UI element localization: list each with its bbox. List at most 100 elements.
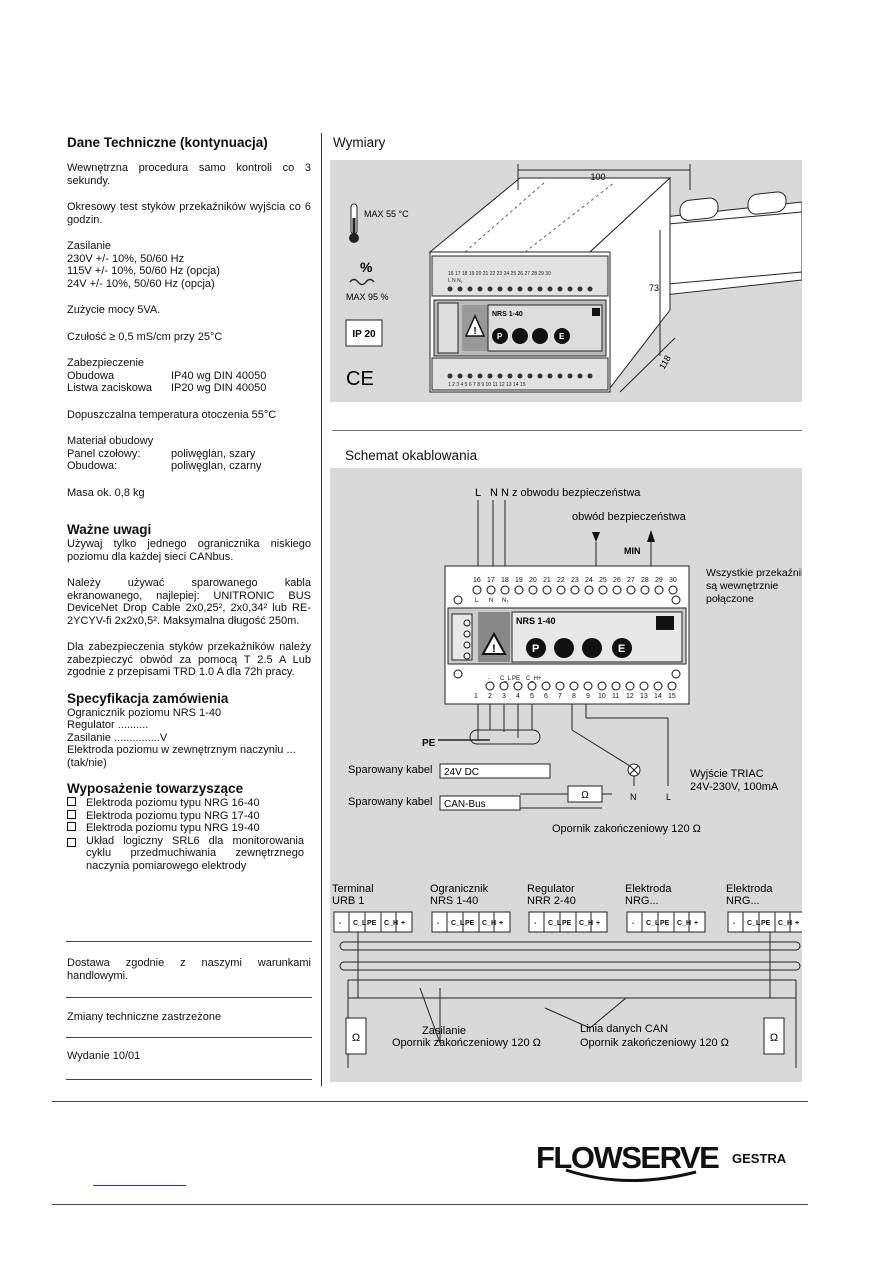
svg-text:2: 2 — [488, 693, 492, 700]
sensitivity: Czułość ≥ 0,5 mS/cm przy 25°C — [67, 330, 223, 343]
footer-link-underline[interactable] — [93, 1185, 186, 1186]
svg-text:+: + — [795, 920, 799, 927]
svg-text:Opornik zakończeniowy 120 Ω: Opornik zakończeniowy 120 Ω — [552, 823, 701, 835]
mass: Masa ok. 0,8 kg — [67, 486, 145, 499]
svg-text:73: 73 — [649, 283, 659, 293]
footer-rule-bottom — [52, 1204, 808, 1205]
svg-text:!: ! — [473, 326, 476, 337]
svg-text:IP 20: IP 20 — [352, 329, 376, 340]
svg-text:N: N — [489, 598, 493, 604]
svg-text:30: 30 — [669, 577, 677, 584]
svg-text:27: 27 — [627, 577, 635, 584]
svg-text:C_L: C_L — [747, 920, 761, 927]
dimensions-drawing: 16 17 18 19 20 21 22 23 24 25 26 27 28 2… — [330, 160, 802, 402]
svg-text:połączone: połączone — [706, 593, 754, 605]
svg-text:+: + — [401, 920, 405, 927]
svg-text:C_L: C_L — [500, 676, 512, 682]
power-supply-block: Zasilanie 230V +/- 10%, 50/60 Hz 115V +/… — [67, 240, 311, 290]
svg-text:NRS 1-40: NRS 1-40 — [430, 895, 478, 907]
edition: Wydanie 10/01 — [67, 1050, 141, 1062]
svg-text:Regulator: Regulator — [527, 883, 575, 895]
svg-text:NRS 1-40: NRS 1-40 — [516, 616, 556, 626]
svg-text:C_L: C_L — [353, 920, 367, 927]
svg-text:-: - — [534, 920, 537, 927]
accessory-item: Układ logiczny SRL6 dla monitorowania cy… — [67, 835, 311, 873]
svg-text:CE: CE — [346, 368, 374, 390]
order-spec-title: Specyfikacja zamówienia — [67, 690, 229, 706]
svg-text:MAX 55 °C: MAX 55 °C — [364, 209, 409, 219]
svg-text:11: 11 — [612, 693, 619, 700]
spec-line: Regulator .......... — [67, 719, 149, 731]
accessory-item: Elektroda poziomu typu NRG 16-40 — [67, 797, 311, 810]
svg-text:16: 16 — [473, 577, 481, 584]
left-rule-3 — [66, 1037, 312, 1038]
svg-text:PE: PE — [562, 920, 572, 927]
svg-text:N₁: N₁ — [502, 598, 508, 604]
tech-changes: Zmiany techniczne zastrzeżone — [67, 1011, 222, 1023]
svg-text:NRS 1-40: NRS 1-40 — [492, 311, 523, 318]
svg-text:-: - — [339, 920, 342, 927]
svg-text:-: - — [733, 920, 736, 927]
checkbox-icon — [67, 797, 76, 806]
relay-test-text: Okresowy test styków przekaźników wyjści… — [67, 201, 311, 226]
svg-text:CAN-Bus: CAN-Bus — [444, 799, 486, 810]
footer-rule-top — [52, 1101, 808, 1102]
svg-text:17: 17 — [487, 577, 495, 584]
svg-text:PE: PE — [512, 676, 520, 682]
svg-text:Opornik zakończeniowy 120 Ω: Opornik zakończeniowy 120 Ω — [580, 1037, 729, 1049]
svg-text:12: 12 — [626, 693, 634, 700]
svg-text:1 2 3 4 5 6 7 8 9 10 1: 1 2 3 4 5 6 7 8 9 10 11 12 13 14 15 — [448, 382, 526, 388]
power-24: 24V +/- 10%, 50/60 Hz (opcja) — [67, 277, 215, 290]
thermometer-icon — [349, 203, 359, 243]
accessory-item: Elektroda poziomu typu NRG 17-40 — [67, 809, 311, 823]
delivery-terms: Dostawa zgodnie z naszymi warunkami hand… — [67, 957, 311, 982]
accessories-title: Wyposażenie towarzyszące — [67, 781, 244, 796]
svg-text:NRR 2-40: NRR 2-40 — [527, 895, 576, 907]
svg-text:C_L: C_L — [548, 920, 562, 927]
gestra-logo: GESTRA — [732, 1151, 787, 1166]
svg-text:-: - — [632, 920, 635, 927]
right-section-rule — [332, 430, 802, 431]
svg-text:L: L — [666, 792, 671, 802]
svg-text:13: 13 — [640, 693, 648, 700]
accessories-list: Elektroda poziomu typu NRG 16-40 Elektro… — [67, 797, 311, 872]
svg-text:9: 9 — [586, 693, 590, 700]
svg-text:C_L: C_L — [646, 920, 660, 927]
checkbox-icon — [67, 809, 76, 819]
svg-text:NRG...: NRG... — [726, 895, 760, 907]
svg-text:+: + — [538, 676, 542, 682]
svg-text:N: N — [501, 487, 509, 499]
notes-p1: Używaj tylko jednego ogranicznika niskie… — [67, 538, 311, 563]
protection-title: Zabezpieczenie — [67, 357, 145, 369]
svg-text:PE: PE — [761, 920, 771, 927]
svg-text:URB 1: URB 1 — [332, 895, 364, 907]
svg-text:3: 3 — [502, 693, 506, 700]
svg-text:z obwodu bezpieczeństwa: z obwodu bezpieczeństwa — [512, 487, 641, 499]
svg-text:26: 26 — [613, 577, 621, 584]
left-rule-2 — [66, 997, 312, 998]
power-230: 230V +/- 10%, 50/60 Hz — [67, 252, 185, 265]
svg-text:L: L — [475, 487, 481, 499]
tech-data-title: Dane Techniczne (kontynuacja) — [67, 135, 268, 150]
material-row: Panel czołowy:poliwęglan, szary — [67, 447, 256, 460]
svg-text:są wewnętrznie: są wewnętrznie — [706, 580, 779, 592]
svg-text:15: 15 — [668, 693, 676, 700]
svg-text:+: + — [499, 920, 503, 927]
svg-text:19: 19 — [515, 577, 523, 584]
svg-text:Wyjście TRIAC: Wyjście TRIAC — [690, 768, 764, 780]
svg-text:25: 25 — [599, 577, 607, 584]
spec-line: Zasilanie ...............V — [67, 731, 168, 744]
svg-text:4: 4 — [516, 693, 520, 700]
svg-text:obwód bezpieczeństwa: obwód bezpieczeństwa — [572, 511, 687, 523]
svg-text:N: N — [630, 792, 637, 802]
svg-text:MIN: MIN — [624, 546, 641, 556]
svg-text:C_H: C_H — [482, 920, 496, 927]
self-test-text: Wewnętrzna procedura samo kontroli co 3 … — [67, 162, 311, 187]
svg-text:21: 21 — [543, 577, 551, 584]
spec-line: (tak/nie) — [67, 756, 107, 769]
spec-line: Elektroda poziomu w zewnętrznym naczyniu… — [67, 744, 296, 756]
